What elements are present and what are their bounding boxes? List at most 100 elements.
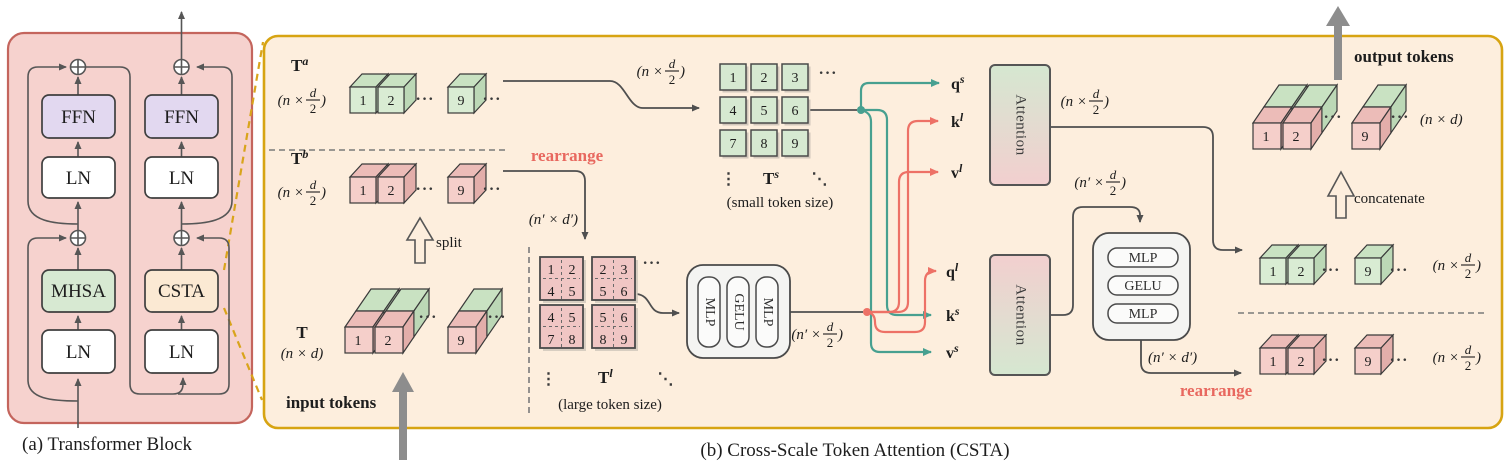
svg-text:2: 2 <box>669 72 676 87</box>
tl-grid: 4 5 7 8 <box>539 304 586 351</box>
svg-text:): ) <box>679 64 685 80</box>
tl-grid: 2 3 5 6 <box>591 256 638 303</box>
panel-b-gray-wires <box>503 80 1243 377</box>
gelu-label: GELU <box>731 293 746 330</box>
kl-label: kl <box>951 110 964 131</box>
attention-label: Attention <box>1013 284 1029 345</box>
cube-number: 2 <box>385 334 392 349</box>
large-token-note: (large token size) <box>558 397 662 413</box>
svg-text:d: d <box>669 56 676 71</box>
grid-number: 5 <box>761 104 768 119</box>
svg-text:d: d <box>1465 342 1472 357</box>
dim-label-ta-out: (n × d 2 ) <box>637 56 685 87</box>
grid-number: 9 <box>621 333 628 348</box>
token-row-ta: Ta (n × d 2 ) 1 2 9 ··· ··· <box>278 54 501 116</box>
token-row-tb: Tb (n × d 2 ) 1 2 9 ··· ··· <box>278 147 501 208</box>
grid-number: 2 <box>569 263 576 278</box>
svg-text:): ) <box>1103 94 1109 110</box>
svg-text:d: d <box>310 85 317 100</box>
ellipsis: ··· <box>415 181 434 198</box>
svg-text:d: d <box>827 319 834 334</box>
grid-number: 8 <box>600 333 607 348</box>
dim-label-green-row: (n × d 2 ) <box>1433 250 1481 281</box>
cube-number: 9 <box>1362 130 1369 145</box>
ln-label-left-lower: LN <box>66 342 92 363</box>
attention-label: Attention <box>1013 94 1029 155</box>
grid-number: 6 <box>621 311 628 326</box>
ta-label: Ta <box>291 54 308 75</box>
svg-text:(n ×: (n × <box>1433 350 1459 366</box>
add-icon <box>69 229 87 247</box>
svg-text:(n′ ×: (n′ × <box>1074 175 1104 191</box>
cube-number: 1 <box>360 184 367 199</box>
gelu-label: GELU <box>1124 279 1161 294</box>
cube-number: 2 <box>1298 355 1305 370</box>
ln-box-right-upper <box>144 156 219 199</box>
cube-number: 2 <box>388 184 395 199</box>
svg-text:): ) <box>1120 175 1126 191</box>
mhsa-label: MHSA <box>51 281 106 302</box>
panel-b-csta: Ta (n × d 2 ) 1 2 9 ··· ··· Tb (n × d <box>262 6 1504 461</box>
cube-number: 1 <box>1270 265 1277 280</box>
ellipsis: ··· <box>1321 352 1340 369</box>
cube-number: 2 <box>1293 130 1300 145</box>
cube-number: 2 <box>388 94 395 109</box>
input-tokens-label: input tokens <box>286 393 377 412</box>
grid-number: 4 <box>548 311 555 326</box>
grid-number: 3 <box>621 263 628 278</box>
svg-text:): ) <box>320 185 326 201</box>
ffn-box-left <box>41 94 116 139</box>
ellipsis: ··· <box>1390 109 1409 126</box>
ln-label-right-upper: LN <box>169 168 195 189</box>
dim-label-ta: (n × d 2 ) <box>278 85 326 116</box>
add-icon <box>69 58 87 76</box>
vs-label: vs <box>946 341 959 362</box>
ellipsis: ··· <box>415 91 434 108</box>
grid-number: 6 <box>621 285 628 300</box>
ln-label-right-lower: LN <box>169 342 195 363</box>
dim-np-dp-top: (n′ × d′) <box>529 212 578 228</box>
token-row-output: 1 2 9 ··· ··· (n × d) <box>1252 84 1463 150</box>
ellipsis: ··· <box>482 91 501 108</box>
grid-number: 4 <box>730 104 737 119</box>
zoom-connector-top <box>222 41 265 271</box>
red-wires-large-tokens <box>866 117 939 334</box>
caption-b: (b) Cross-Scale Token Attention (CSTA) <box>700 440 1009 461</box>
svg-text:): ) <box>1475 350 1481 366</box>
svg-text:2: 2 <box>310 193 317 208</box>
ellipsis: ··· <box>1323 109 1342 126</box>
caption-a: (a) Transformer Block <box>22 434 192 455</box>
attention-box-top: Attention <box>989 64 1051 186</box>
grid-number: 8 <box>569 333 576 348</box>
panel-a-boxes <box>41 94 219 374</box>
svg-text:2: 2 <box>827 335 834 350</box>
grid-number: 3 <box>792 71 799 86</box>
ellipsis-v: ⋮ <box>721 171 738 188</box>
svg-text:d: d <box>310 177 317 192</box>
ln-label-left-upper: LN <box>66 168 92 189</box>
small-token-note: (small token size) <box>727 195 834 211</box>
grid-number: 9 <box>792 137 799 152</box>
grid-number: 1 <box>730 71 737 86</box>
ts-label: Ts <box>763 167 779 188</box>
grid-number: 7 <box>730 137 737 152</box>
svg-text:2: 2 <box>310 101 317 116</box>
svg-text:): ) <box>1475 258 1481 274</box>
grid-number: 5 <box>569 285 576 300</box>
grid-number: 5 <box>569 311 576 326</box>
token-row-pink-out: 1 2 9 ··· ··· (n × d 2 ) <box>1259 334 1481 375</box>
ffn-label-left: FFN <box>61 107 96 128</box>
ellipsis: ··· <box>1389 262 1408 279</box>
csta-label: CSTA <box>158 281 205 302</box>
ln-box-left-lower <box>41 329 116 374</box>
output-tokens-label: output tokens <box>1354 47 1454 66</box>
teal-wires-small-tokens <box>859 79 940 356</box>
grid-number: 5 <box>600 311 607 326</box>
t-label: T <box>296 323 308 342</box>
ellipsis: ··· <box>418 309 437 326</box>
grid-number: 2 <box>761 71 768 86</box>
svg-text:d: d <box>1110 167 1117 182</box>
svg-text:): ) <box>320 93 326 109</box>
